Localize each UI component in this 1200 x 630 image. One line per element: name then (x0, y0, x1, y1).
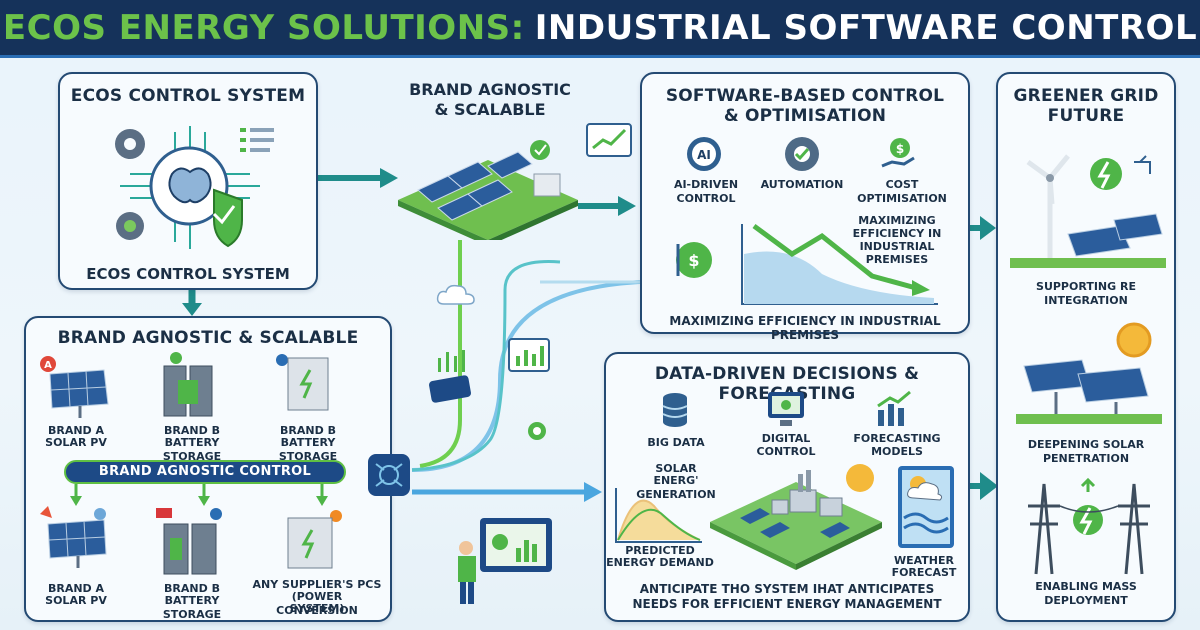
automation-gear-icon (785, 137, 819, 171)
chart-note-line3: INDUSTRIAL (859, 240, 935, 253)
brand-item-4-line1: BRAND A (47, 582, 105, 595)
transmission-tower-icon (1028, 477, 1150, 575)
brand-item-1-line2: SOLAR PV (45, 436, 107, 449)
wind-solar-icon (1010, 154, 1166, 268)
engineer-at-monitor-icon (458, 518, 552, 604)
network-hub-icon (368, 454, 410, 496)
ai-icon-text: AI (697, 148, 711, 162)
svg-text:A: A (44, 360, 52, 371)
growth-chart-icon (586, 123, 632, 157)
battery-storage-icon (156, 508, 222, 575)
ecos-control-panel: ECOS CONTROL SYSTEM ECOS CONTROL SYSTEM (58, 72, 318, 290)
software-panel-title-line1: SOFTWARE-BASED CONTROL (665, 86, 945, 106)
digital-control-label-line1: DIGITAL (761, 432, 811, 445)
brain-circuit-icon (115, 126, 274, 249)
svg-text:$: $ (688, 251, 699, 270)
control-arrows (70, 484, 328, 506)
brand-item-2-line2: BATTERY STORAGE (162, 436, 222, 463)
brand-item-6-line3: SYSTEM) (289, 602, 345, 615)
ecos-panel-caption: ECOS CONTROL SYSTEM (86, 265, 290, 283)
brand-item-4-line2: SOLAR PV (45, 594, 107, 607)
chart-note-line4: PREMISES (865, 253, 929, 266)
industrial-site-icon (710, 464, 882, 570)
automation-label: AUTOMATION (760, 178, 844, 191)
brand-item-5-line1: BRAND B (164, 582, 220, 595)
software-control-panel: SOFTWARE-BASED CONTROL & OPTIMISATION AI… (640, 72, 970, 342)
predicted-demand-label-line1: PREDICTED (625, 544, 695, 557)
greener-item-3-line2: DEPLOYMENT (1044, 594, 1128, 607)
forecasting-label-line2: MODELS (871, 445, 923, 458)
solar-panel-icon (40, 506, 107, 568)
pcs-cabinet-icon (276, 354, 329, 411)
brand-panel-title: BRAND AGNOSTIC & SCALABLE (57, 328, 359, 348)
brand-agnostic-heading-line1: BRAND AGNOSTIC (409, 80, 571, 99)
data-panel-caption-line2: NEEDS FOR EFFICIENT ENERGY MANAGEMENT (632, 597, 942, 611)
generation-demand-chart (615, 488, 702, 543)
phone-icon (429, 350, 471, 403)
forecasting-chart-icon (877, 390, 911, 426)
ecos-panel-title: ECOS CONTROL SYSTEM (70, 86, 306, 106)
database-icon (662, 393, 688, 427)
greener-panel-title-line2: FUTURE (1047, 106, 1125, 126)
chart-note-line2: EFFICIENCY IN (852, 227, 942, 240)
solar-generation-label-line1: SOLAR (655, 462, 697, 475)
ai-gear-icon: AI (687, 137, 721, 171)
solar-farm-icon (398, 140, 578, 240)
brand-item-6-line1: ANY SUPPLIER'S PCS (252, 578, 382, 591)
software-panel-caption: MAXIMIZING EFFICIENCY IN INDUSTRIAL PREM… (669, 314, 941, 342)
battery-storage-icon (163, 352, 213, 417)
ai-driven-label-line2: CONTROL (676, 192, 736, 205)
weather-forecast-icon (898, 466, 954, 548)
small-gear-icon (528, 422, 546, 440)
brand-item-3-line1: BRAND B (280, 424, 336, 437)
brand-agnostic-control-bar: BRAND AGNOSTIC CONTROL (64, 460, 346, 484)
page-header: ECOS ENERGY SOLUTIONS: INDUSTRIAL SOFTWA… (0, 0, 1200, 58)
cloud-icon (436, 284, 475, 305)
brand-item-1-line1: BRAND A (47, 424, 105, 437)
digital-control-label-line2: CONTROL (756, 445, 816, 458)
cost-label-line1: COST (885, 178, 919, 191)
forecasting-label-line1: FORECASTING (853, 432, 941, 445)
brand-item-2-line1: BRAND B (164, 424, 220, 437)
efficiency-chart-icon: $ (676, 223, 938, 305)
cost-label-line2: OPTIMISATION (857, 192, 947, 205)
title-brand: ECOS ENERGY SOLUTIONS: (2, 7, 525, 48)
brand-item-3-line2: BATTERY STORAGE (278, 436, 338, 463)
predicted-demand-label-line2: ENERGY DEMAND (606, 556, 714, 569)
brand-item-6-line2: (POWER CONVERSION (276, 590, 358, 617)
big-data-label: BIG DATA (647, 436, 705, 449)
solar-sun-icon (1016, 322, 1162, 424)
greener-grid-panel: GREENER GRID FUTURE SUPPORTING RE INTEGR… (996, 72, 1176, 622)
greener-item-1-line1: SUPPORTING RE (1036, 280, 1136, 293)
pcs-cabinet-icon (287, 510, 342, 569)
solar-generation-label-line2: ENERG' GENERATION (636, 474, 716, 501)
solar-panel-icon: A (40, 356, 109, 418)
data-panel-caption-line1: ANTICIPATE THO SYSTEM IHAT ANTICIPATES (639, 582, 935, 596)
svg-text:$: $ (896, 142, 904, 156)
digital-control-monitor-icon (768, 392, 804, 426)
greener-item-2-line2: PENETRATION (1042, 452, 1130, 465)
weather-label-line1: WEATHER (893, 554, 954, 567)
weather-label-line2: FORECAST (891, 566, 957, 579)
data-forecasting-panel: DATA-DRIVEN DECISIONS & FORECASTING BIG … (604, 352, 970, 622)
software-panel-title-line2: & OPTIMISATION (723, 106, 887, 126)
dashboard-icon (508, 338, 550, 372)
ai-driven-label-line1: AI-DRIVEN (673, 178, 739, 191)
chart-note-line1: MAXIMIZING (858, 214, 936, 227)
greener-item-2-line1: DEEPENING SOLAR (1027, 438, 1145, 451)
cost-hand-icon: $ (881, 138, 915, 168)
greener-item-3-line1: ENABLING MASS (1035, 580, 1137, 593)
brand-agnostic-heading-line2: & SCALABLE (434, 100, 546, 119)
greener-item-1-line2: INTEGRATION (1044, 294, 1128, 307)
greener-panel-title-line1: GREENER GRID (1013, 86, 1159, 106)
brand-item-5-line2: BATTERY STORAGE (162, 594, 222, 621)
title-subject: INDUSTRIAL SOFTWARE CONTROL (534, 7, 1198, 48)
